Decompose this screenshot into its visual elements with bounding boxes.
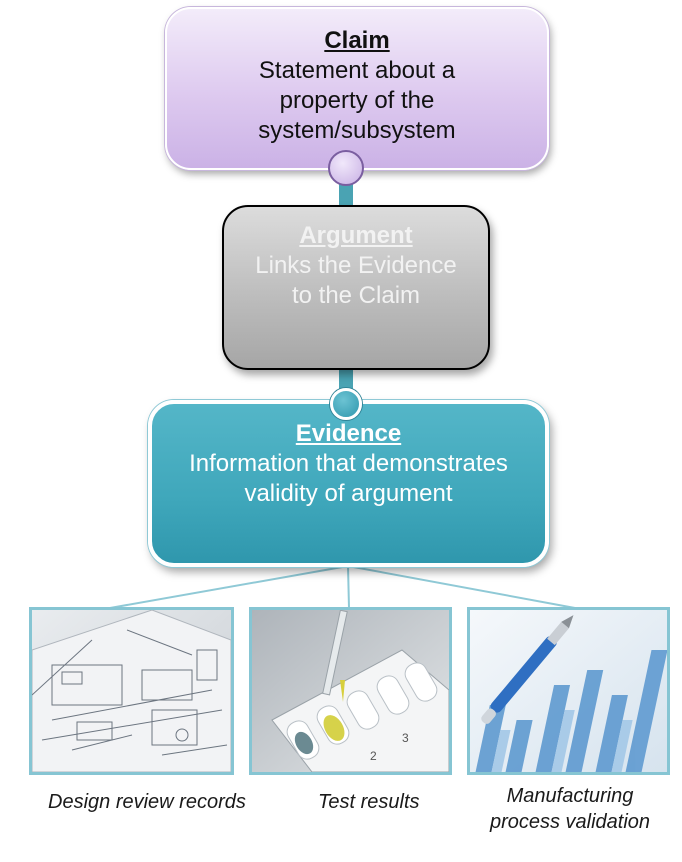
bar-chart-pen-image [467,607,670,775]
claim-title: Claim [324,27,390,54]
claim-box: Claim Statement about a property of the … [165,7,549,170]
caption-design-review: Design review records [48,791,246,813]
argument-text: Links the Evidence to the Claim [255,252,457,309]
test-tube-pipette-image: 2 3 [249,607,452,775]
evidence-text: Information that demonstrates validity o… [189,450,508,507]
evidence-connector-knob [330,388,362,420]
evidence-title: Evidence [295,420,402,447]
claim-text: Statement about a property of the system… [258,57,456,144]
evidence-box: Evidence Information that demonstrates v… [148,400,549,567]
claim-connector-knob [328,150,364,186]
caption-test-results: Test results [318,791,420,813]
caption-manufacturing: Manufacturing process validation [489,785,651,833]
svg-text:2: 2 [370,749,377,763]
argument-box: Argument Links the Evidence to the Claim [222,205,490,370]
svg-text:3: 3 [402,731,409,745]
blueprint-image [29,607,234,775]
argument-title: Argument [299,222,413,249]
